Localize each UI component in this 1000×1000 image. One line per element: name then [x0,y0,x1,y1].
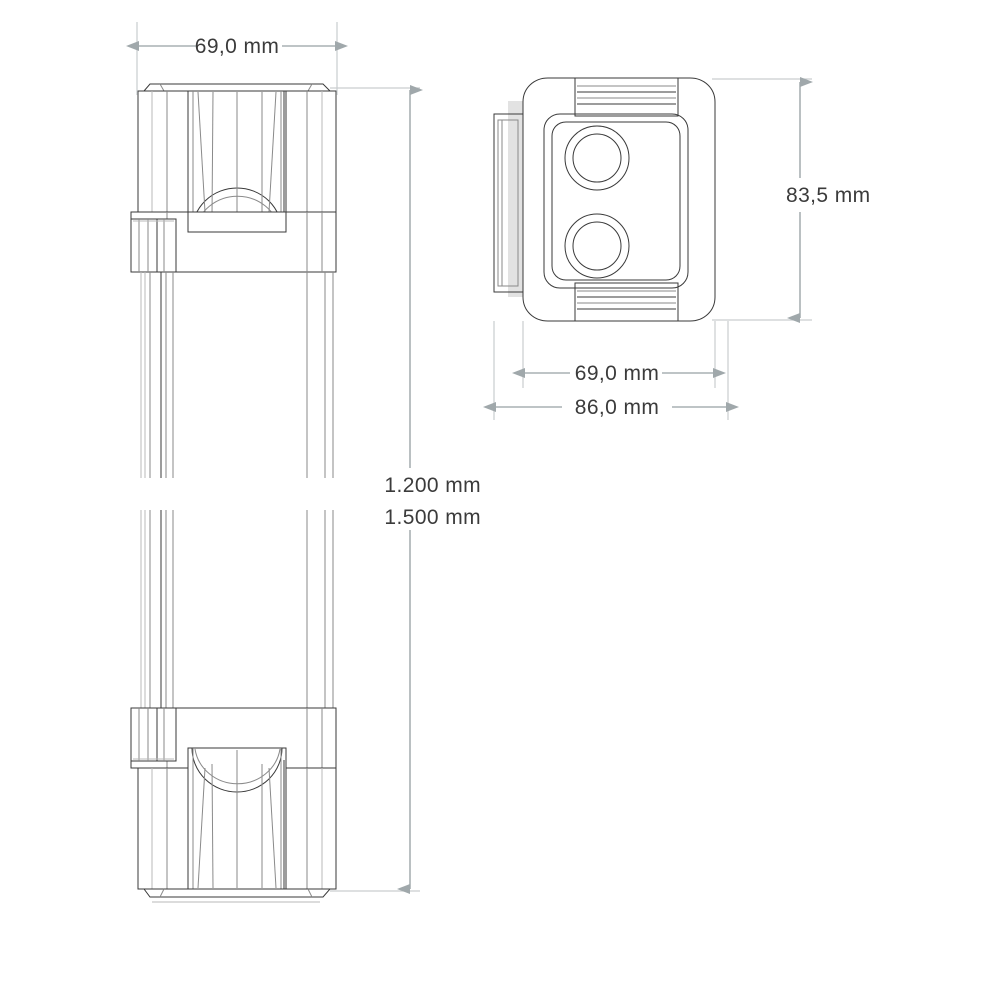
front-height-secondary-label: 1.500 mm [384,506,481,529]
flange-strip [508,101,523,297]
section-height-dimension-label: 83,5 mm [786,184,871,207]
upper-bore-outer-circle [565,126,629,190]
front-elevation-view [130,84,337,903]
upper-post-shaft [140,272,334,478]
lower-bore-outer-circle [565,214,629,278]
lower-bore-inner-circle [573,222,621,270]
bottom-clamp-head [130,707,337,903]
front-view-dimensions: 69,0 mm 1.200 mm 1.500 mm [126,22,481,894]
section-view-dimensions: 83,5 mm 69,0 mm 86,0 mm [483,77,871,420]
lower-post-shaft [140,510,334,716]
section-width-outer-dimension-label: 86,0 mm [575,396,660,419]
top-clamp-head [130,84,337,273]
front-height-primary-label: 1.200 mm [384,474,481,497]
cross-section-view [494,77,716,322]
section-width-inner-dimension-label: 69,0 mm [575,362,660,385]
front-width-dimension-label: 69,0 mm [195,35,280,58]
upper-bore-inner-circle [573,134,621,182]
